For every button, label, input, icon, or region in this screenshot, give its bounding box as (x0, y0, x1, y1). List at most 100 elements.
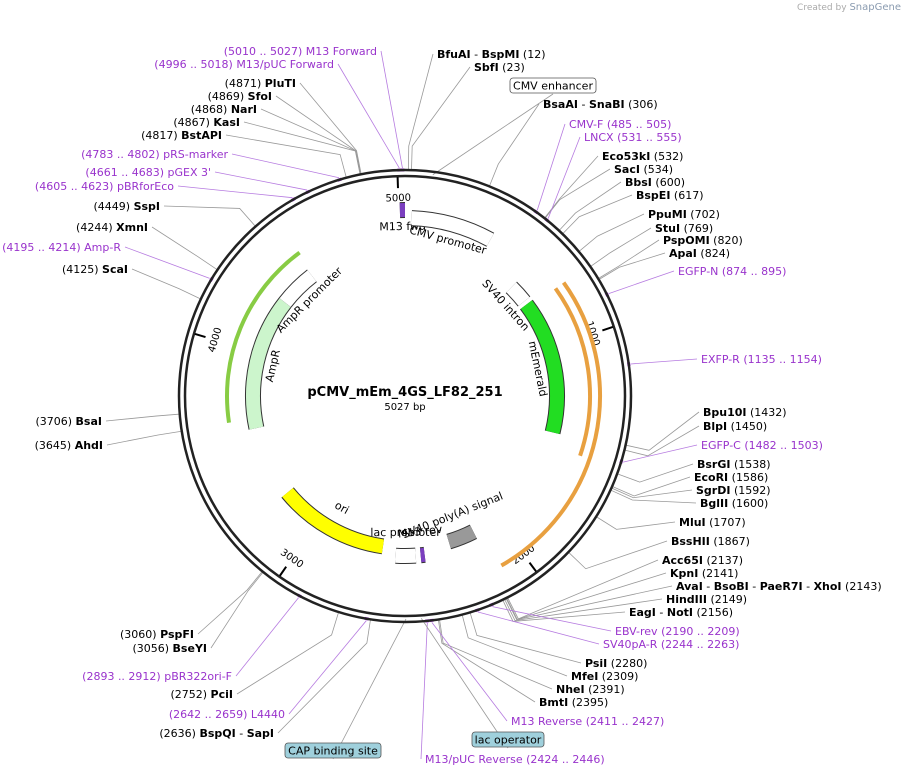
site-leader-saci (545, 168, 611, 218)
enzyme-name: BstAPI (181, 129, 222, 142)
feature-arc-ampr (246, 298, 291, 430)
enzyme-coord: (1707) (706, 516, 746, 529)
primer-name: pBR322ori-F (164, 670, 232, 683)
enzyme-name: XmnI (116, 221, 148, 234)
enzyme-name: NheI (556, 683, 585, 696)
primer-coord: (2424 .. 2446) (526, 753, 605, 766)
tick-label-2000: 2000 (510, 543, 537, 567)
site-label-blpi: BlpI (1450) (703, 420, 767, 433)
site-leader-bmti (438, 620, 536, 703)
primer-coord: (2893 .. 2912) (82, 670, 164, 683)
site-label-bsshii: BssHII (1867) (671, 535, 750, 548)
primer-label-pbr322ori-f: (2893 .. 2912) pBR322ori-F (82, 670, 232, 683)
primer-label-pgex-3: (4661 .. 4683) pGEX 3' (85, 166, 211, 179)
site-label-pcii: (2752) PciI (170, 688, 233, 701)
plasmid-size: 5027 bp (384, 402, 425, 413)
site-leader-bsrgi (617, 463, 694, 483)
site-leader-bglii (611, 490, 697, 504)
primer-leader-sv40pa-r (477, 611, 600, 645)
enzyme-coord: (3706) (35, 415, 75, 428)
primer-name: M13 Reverse (511, 715, 586, 728)
enzyme-coord: (3060) (120, 628, 160, 641)
primer-name: pRS-marker (163, 148, 228, 161)
site-label-psii: PsiI (2280) (585, 657, 647, 670)
site-leader-bsshii (568, 540, 668, 570)
primer-label-m13-reverse: M13 Reverse (2411 .. 2427) (511, 715, 664, 728)
primer-leader-prs-marker (231, 153, 340, 179)
enzyme-coord: (4449) (93, 200, 133, 213)
enzyme-name: SacI (614, 163, 640, 176)
primer-leader-egfp-c (623, 444, 698, 463)
enzyme-coord: (1450) (727, 420, 767, 433)
primer-leader-lncx (547, 136, 581, 219)
site-label-bsai: (3706) BsaI (35, 415, 102, 428)
primer-coord: (2411 .. 2427) (586, 715, 665, 728)
site-label-bsrgi: BsrGI (1538) (697, 458, 771, 471)
plasmid-backbone (177, 168, 633, 624)
feature-label-sv40-intron: SV40 intron (479, 277, 532, 334)
primer-label-exfp-r: EXFP-R (1135 .. 1154) (701, 353, 822, 366)
tick-1000 (602, 325, 614, 332)
enzyme-coord: (2280) (607, 657, 647, 670)
tick-4000 (194, 333, 206, 339)
enzyme-name: MfeI (571, 670, 598, 683)
enzyme-coord: (2156) (693, 606, 733, 619)
enzyme-coord: (1538) (730, 458, 770, 471)
tick-2000 (528, 562, 537, 573)
enzyme-coord: (600) (652, 176, 685, 189)
orf-arc-inner (553, 287, 592, 457)
enzyme-name: Eco53kI (602, 150, 650, 163)
enzyme-name: - (749, 580, 760, 593)
primer-name: M13 Forward (306, 45, 377, 58)
enzyme-name: PaeR7I (760, 580, 803, 593)
primer-coord: (4605 .. 4623) (35, 180, 117, 193)
enzyme-name: BlpI (703, 420, 727, 433)
primer-leader-cmv-f (536, 123, 566, 211)
enzyme-name: EcoRI (694, 471, 728, 484)
tick-label-4000: 4000 (207, 326, 225, 354)
enzyme-coord: (824) (697, 247, 730, 260)
enzyme-name: XhoI (814, 580, 842, 593)
primer-name: Amp-R (84, 241, 121, 254)
primer-name: EXFP-R (701, 353, 743, 366)
primer-name: M13/pUC Forward (236, 58, 334, 71)
enzyme-coord: (4867) (173, 116, 213, 129)
enzyme-name: SnaBI (589, 98, 625, 111)
enzyme-coord: (1867) (710, 535, 750, 548)
enzyme-coord: (1592) (730, 484, 770, 497)
site-leader-bsai (105, 413, 179, 422)
orf-arc-outer (500, 281, 602, 568)
primer-name: EGFP-N (678, 265, 722, 278)
primer-label-l4440: (2642 .. 2659) L4440 (169, 708, 285, 721)
enzyme-name: KasI (213, 116, 240, 129)
primer-name: EBV-rev (615, 625, 661, 638)
site-label-sbfi: SbfI (23) (474, 61, 525, 74)
plasmid-name: pCMV_mEm_4GS_LF82_251 (307, 385, 502, 400)
enzyme-coord: (306) (625, 98, 658, 111)
enzyme-name: SspI (134, 200, 160, 213)
feature-label-m13-rev: M13 rev (397, 523, 443, 541)
site-label-eagi-noti: EagI - NotI (2156) (629, 606, 733, 619)
enzyme-name: BspMI (482, 48, 520, 61)
enzyme-name: ScaI (102, 263, 128, 276)
enzyme-name: - (471, 48, 482, 61)
tick-label-3000: 3000 (278, 547, 305, 571)
enzyme-coord: (2309) (598, 670, 638, 683)
enzyme-coord: (1432) (747, 406, 787, 419)
primer-label-m13-puc-reverse: M13/pUC Reverse (2424 .. 2446) (425, 753, 605, 766)
primer-leader-pgex-3 (214, 171, 308, 191)
enzyme-name: SfoI (248, 90, 272, 103)
primer-label-m13-forward: (5010 .. 5027) M13 Forward (224, 45, 377, 58)
primer-name: pBRforEco (117, 180, 174, 193)
primer-name: CMV-F (569, 118, 607, 131)
enzyme-coord: (2143) (842, 580, 882, 593)
site-label-bspei: BspEI (617) (636, 189, 704, 202)
enzyme-coord: (1600) (728, 497, 768, 510)
primer-name: pGEX 3' (167, 166, 211, 179)
feature-arc-ampr-promoter (279, 270, 317, 307)
site-label-stui: StuI (769) (655, 222, 713, 235)
enzyme-name: - (703, 580, 714, 593)
site-leader-psii (469, 613, 582, 664)
enzyme-name: BsrGI (697, 458, 730, 471)
site-leader-bpu10i (626, 411, 700, 451)
